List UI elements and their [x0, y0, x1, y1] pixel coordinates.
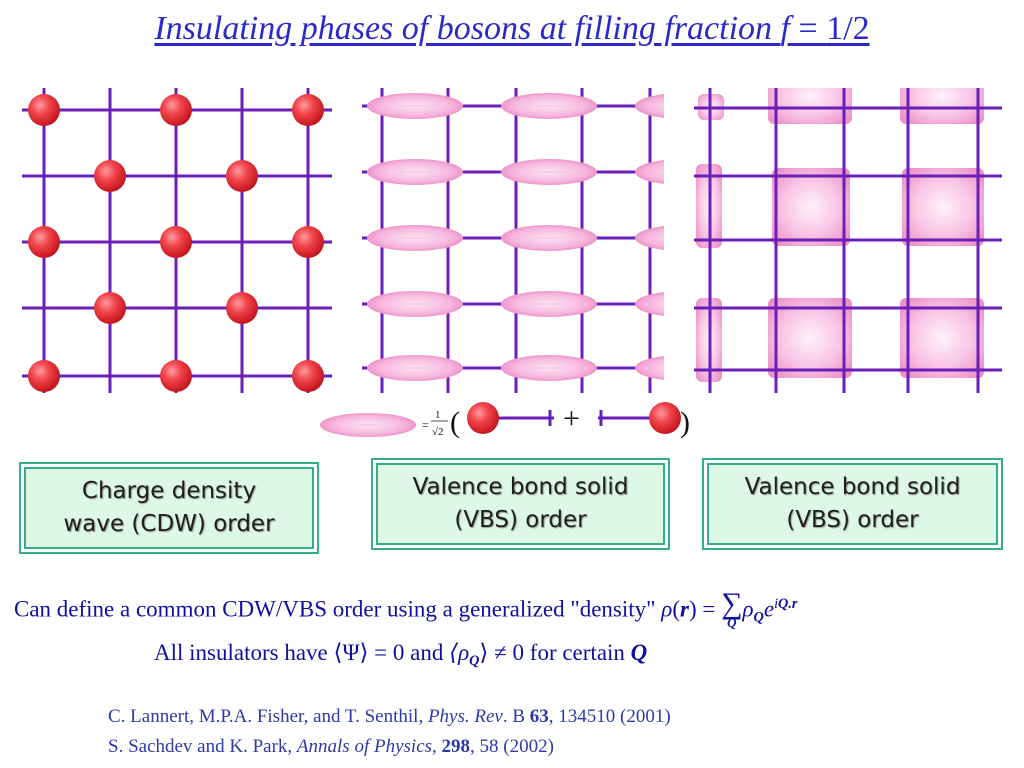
open-paren: (	[450, 406, 460, 439]
caption-vbs1-line1: Valence bond solid	[412, 473, 629, 500]
equals-sign: =	[422, 418, 429, 432]
boson-site	[292, 360, 324, 392]
reference-1-journal: Phys. Rev	[427, 706, 503, 727]
reference-1-authors: C. Lannert, M.P.A. Fisher, and T. Senthi…	[108, 706, 428, 727]
rho-symbol: ρ	[661, 596, 673, 622]
valence-bond	[635, 94, 664, 118]
caption-cdw-line1: Charge density	[81, 477, 257, 504]
plus-sign: +	[563, 402, 580, 435]
term-right-boson	[598, 402, 681, 434]
reference-1-volume: 63	[529, 706, 549, 727]
plaquette-singlet	[902, 168, 984, 246]
reference-2-journal: Annals of Physics	[296, 736, 433, 757]
title-value: 1/2	[826, 10, 870, 47]
psi-expectation: ⟨Ψ⟩	[333, 640, 369, 665]
bond-definition-equation: = 1 √2 ( + )	[320, 402, 690, 439]
insulator-condition-line: All insulators have ⟨Ψ⟩ = 0 and ⟨ρQ⟩ ≠ 0…	[154, 640, 647, 670]
title-text: Insulating phases of bosons at filling f…	[154, 10, 773, 47]
reference-1-series: . B	[502, 706, 530, 727]
caption-cdw-line2: wave (CDW) order	[63, 511, 275, 537]
exp-q-dot-r: Q.r	[778, 596, 798, 613]
boson-site	[292, 94, 324, 126]
vbs-plaquette-diagram	[694, 88, 1002, 393]
density-definition-text: Can define a common CDW/VBS order using …	[14, 596, 656, 622]
exp-i: i	[774, 596, 779, 613]
boson-site	[28, 226, 60, 258]
boson-site	[94, 160, 126, 192]
sum-subscript: Q	[727, 615, 737, 630]
boson-site	[28, 94, 60, 126]
r-vector: r	[680, 596, 689, 622]
boson-site	[226, 160, 258, 192]
boson-site	[28, 360, 60, 392]
plaquette-singlet	[768, 298, 852, 378]
plaquette-singlet	[900, 298, 984, 378]
reference-2-authors: S. Sachdev and K. Park,	[108, 736, 297, 757]
caption-vbs-plaquette: Valence bond solid (VBS) order	[702, 458, 1003, 550]
reference-1-details: , 134510 (2001)	[548, 706, 671, 727]
valence-bond	[635, 292, 664, 316]
slide-title: Insulating phases of bosons at filling f…	[0, 10, 1024, 48]
reference-2-volume: 298	[441, 736, 471, 757]
boson-site	[292, 226, 324, 258]
title-equals: =	[790, 10, 827, 47]
rho-q-symbol: ρ	[742, 596, 754, 622]
valence-bond	[635, 356, 664, 380]
q-vector: Q	[630, 640, 648, 665]
rho-expectation-subscript: Q	[469, 652, 480, 669]
boson-site	[94, 292, 126, 324]
close-paren: )	[680, 406, 690, 439]
reference-2-series: ,	[432, 736, 442, 757]
neq-zero-text: ≠ 0 for certain	[488, 640, 631, 665]
title-variable: f	[780, 10, 790, 47]
caption-vbs2-line2: (VBS) order	[786, 507, 919, 533]
fraction-numerator: 1	[435, 409, 441, 421]
caption-vbs-columnar: Valence bond solid (VBS) order	[371, 458, 670, 550]
plaquette-singlet	[900, 88, 984, 124]
fraction-denominator: √2	[432, 426, 444, 438]
plaquette-singlet	[772, 168, 850, 246]
valence-bond	[635, 226, 664, 250]
plaquette-singlet	[768, 88, 852, 124]
caption-vbs1-line2: (VBS) order	[454, 507, 587, 533]
caption-cdw: Charge density wave (CDW) order	[19, 462, 319, 554]
rho-q-subscript: Q	[753, 609, 764, 626]
reference-2: S. Sachdev and K. Park, Annals of Physic…	[108, 736, 554, 758]
cdw-lattice-diagram	[22, 88, 332, 393]
rho-expectation-open: ⟨ρ	[449, 640, 470, 665]
caption-vbs2-line1: Valence bond solid	[744, 473, 961, 500]
boson-site	[226, 292, 258, 324]
exp-base: e	[763, 596, 775, 622]
boson-site	[160, 360, 192, 392]
equals-symbol: =	[696, 596, 722, 622]
insulator-text: All insulators have	[154, 640, 334, 665]
term-left-boson	[467, 402, 554, 434]
vbs-columnar-diagram	[362, 88, 664, 393]
psi-equals-zero: = 0 and	[368, 640, 450, 665]
reference-1: C. Lannert, M.P.A. Fisher, and T. Senthi…	[108, 706, 671, 728]
reference-2-details: , 58 (2002)	[470, 736, 554, 757]
density-definition-line: Can define a common CDW/VBS order using …	[14, 587, 798, 630]
boson-site	[160, 94, 192, 126]
rho-expectation-close: ⟩	[479, 640, 489, 665]
boson-site	[160, 226, 192, 258]
bond-ellipse-icon	[320, 413, 416, 437]
valence-bond	[635, 160, 664, 184]
sum-symbol: ∑	[721, 587, 743, 620]
